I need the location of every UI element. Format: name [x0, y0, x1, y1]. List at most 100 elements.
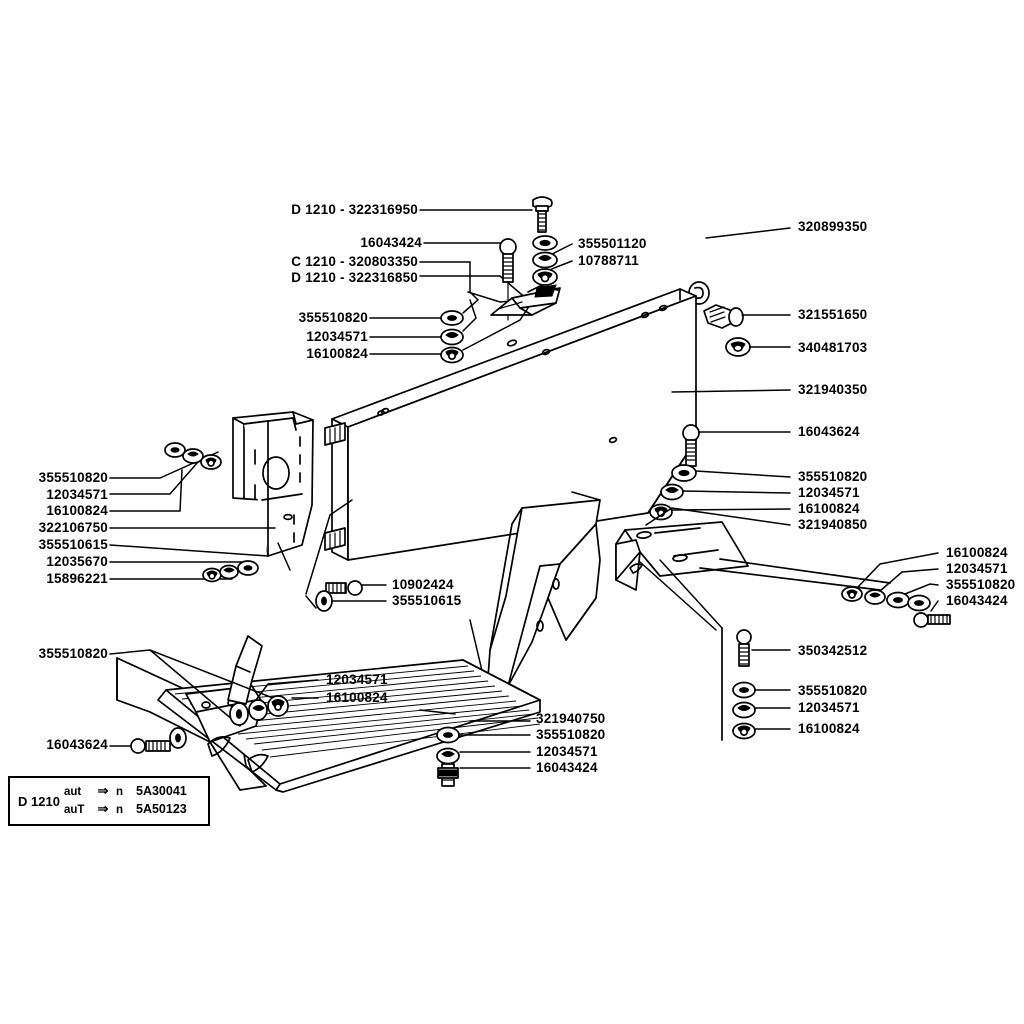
- spring-washer-d2: [182, 448, 204, 464]
- washer-d7: [237, 560, 259, 576]
- hardware-bottom-h: [109, 649, 279, 754]
- label-top-4: D 1210 - 322316850: [291, 270, 418, 285]
- label-left-d3: 16100824: [46, 503, 108, 518]
- legend-row2-code: 5A50123: [136, 802, 187, 816]
- label-right-c1: 16043624: [798, 424, 860, 439]
- bolt-10902424: [325, 580, 363, 596]
- spring-washer-a2: [440, 328, 464, 346]
- bolt-16043424-bottom: [437, 763, 459, 787]
- legend-row-2: auT ⇒ n 5A50123: [64, 801, 187, 817]
- label-left-d7: 15896221: [46, 571, 108, 586]
- label-left-a1: 355510820: [298, 310, 368, 325]
- washer-g2: [732, 681, 756, 699]
- label-left-d4: 322106750: [38, 520, 108, 535]
- spring-washer-d6: [219, 564, 239, 580]
- washer-f3b: [907, 594, 931, 612]
- washer-c2: [671, 464, 697, 482]
- label-far-right-f2: 12034571: [946, 561, 1008, 576]
- washer-h1: [169, 727, 187, 749]
- label-top-2: 16043424: [360, 235, 422, 250]
- bolt-16043424-far-right: [913, 612, 951, 628]
- label-right-b1: 321551650: [798, 307, 868, 322]
- leader-lines-left-d: [109, 442, 276, 583]
- legend-row1-arrow-icon: ⇒: [97, 783, 109, 798]
- nut-f1: [841, 586, 863, 602]
- nut-i2: [267, 695, 289, 717]
- washer-i0: [229, 702, 249, 726]
- washer-f3: [886, 591, 910, 609]
- label-bottom-j4: 16043424: [536, 760, 598, 775]
- label-far-right-f1: 16100824: [946, 545, 1008, 560]
- legend-row2-arrow-icon: ⇒: [97, 801, 109, 816]
- label-left-d1: 355510820: [38, 470, 108, 485]
- leader-lines-top: [419, 209, 791, 303]
- label-top-3: C 1210 - 320803350: [291, 254, 418, 269]
- label-top-6: 10788711: [578, 253, 639, 268]
- legend-model: D 1210: [18, 794, 60, 809]
- step-support-strut: [469, 491, 601, 693]
- label-far-right-f4: 16043424: [946, 593, 1008, 608]
- nut-d5: [202, 567, 222, 583]
- label-right-b2: 340481703: [798, 340, 868, 355]
- legend-row1-mid: n: [116, 786, 124, 798]
- hardware-stack-c: [649, 424, 791, 521]
- label-right-c3: 12034571: [798, 485, 860, 500]
- nut-a3: [440, 346, 464, 364]
- running-board-321940750: [116, 635, 541, 793]
- label-bottom-i1: 12034571: [326, 672, 388, 687]
- label-right-c2: 355510820: [798, 469, 868, 484]
- washer-355510615-mid: [315, 590, 333, 612]
- bolt-16043624-bottom: [130, 738, 171, 754]
- spring-washer-j3: [436, 747, 460, 765]
- label-right-g3: 12034571: [798, 700, 860, 715]
- washer-j2: [436, 726, 460, 744]
- support-bracket-321940850: [615, 507, 891, 591]
- label-right-c5: 321940850: [798, 517, 868, 532]
- label-left-d5: 355510615: [38, 537, 108, 552]
- lock-assembly-321551650: [703, 304, 791, 329]
- label-bottom-j2: 355510820: [536, 727, 606, 742]
- label-left-d2: 12034571: [46, 487, 108, 502]
- hardware-stack-f: [841, 552, 951, 628]
- label-right-b3: 321940350: [798, 382, 868, 397]
- label-top-5: 355501120: [578, 236, 647, 251]
- label-top-7: 320899350: [798, 219, 868, 234]
- spring-washer-10788711: [532, 251, 558, 269]
- label-right-g1: 350342512: [798, 643, 868, 658]
- leader-321940350: [671, 389, 791, 393]
- label-left-a3: 16100824: [306, 346, 368, 361]
- label-top-1: D 1210 - 322316950: [291, 202, 418, 217]
- legend-row2-prefix: auT: [64, 804, 85, 816]
- label-right-g4: 16100824: [798, 721, 860, 736]
- label-mid-e2: 355510615: [392, 593, 462, 608]
- label-bottom-i2: 16100824: [326, 690, 388, 705]
- label-bottom-h1: 355510820: [38, 646, 108, 661]
- spring-washer-f2: [864, 589, 886, 605]
- hinge-lugs: [324, 422, 346, 551]
- legend-box: D 1210 aut ⇒ n 5A30041 auT ⇒ n 5A50123: [8, 776, 210, 826]
- legend-row1-code: 5A30041: [136, 784, 187, 798]
- legend-row1-prefix: aut: [64, 786, 82, 798]
- nut-top: [532, 268, 558, 286]
- bolt-322316950: [532, 196, 553, 233]
- spring-washer-c3: [660, 483, 684, 501]
- washer-a1: [440, 310, 464, 326]
- legend-row2-mid: n: [116, 804, 124, 816]
- bolt-350342512: [736, 629, 752, 667]
- hardware-bottom-j: [419, 709, 531, 787]
- label-far-right-f3: 355510820: [946, 577, 1016, 592]
- label-mid-e1: 10902424: [392, 577, 454, 592]
- nut-d3: [200, 454, 222, 470]
- label-bottom-j1: 321940750: [536, 711, 606, 726]
- hardware-mid-e: [305, 499, 387, 612]
- hardware-bottom-i: [229, 679, 319, 726]
- label-right-g2: 355510820: [798, 683, 868, 698]
- spring-washer-i1: [248, 699, 268, 721]
- left-bracket-322106750: [232, 411, 314, 571]
- washer-355501120: [532, 235, 558, 251]
- label-left-d6: 12035670: [46, 554, 108, 569]
- label-right-c4: 16100824: [798, 501, 860, 516]
- nut-g4: [732, 722, 756, 740]
